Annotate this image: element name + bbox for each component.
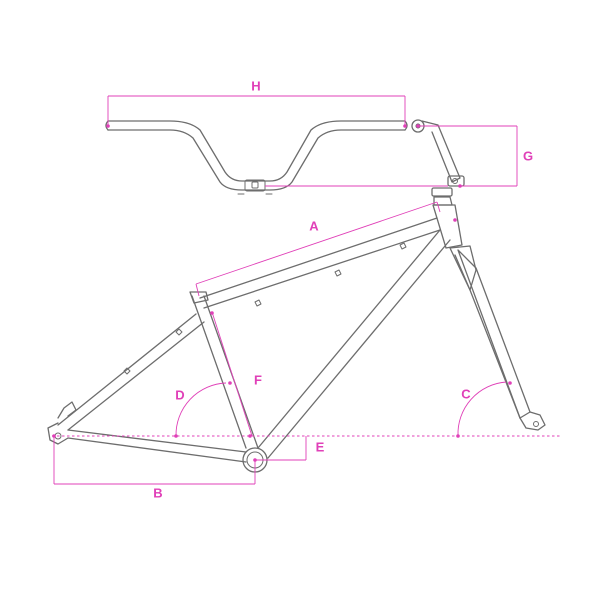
dimension-label-a: A <box>309 218 319 233</box>
dimension-label-h: H <box>251 78 260 93</box>
dimension-label-d: D <box>175 387 184 402</box>
head-tube <box>431 187 463 249</box>
down-tube <box>257 229 441 449</box>
seat-stay <box>57 313 197 426</box>
chain-stay <box>67 429 247 453</box>
dimension-label-b: B <box>153 485 162 500</box>
dimension-c: C <box>456 381 512 438</box>
dimension-f: F <box>210 311 262 438</box>
dimension-label-e: E <box>316 439 325 454</box>
stem <box>411 119 465 187</box>
dimension-g: G <box>265 124 533 188</box>
dimension-d: D <box>174 381 232 438</box>
frame <box>47 217 451 473</box>
dimension-e: E <box>253 436 325 462</box>
dimension-label-f: F <box>254 372 262 387</box>
dimension-h: H <box>106 78 407 128</box>
rear-dropout <box>47 422 69 445</box>
dimension-b: B <box>52 434 256 500</box>
handlebar <box>105 120 408 195</box>
dimension-a: A <box>195 201 457 297</box>
top-tube <box>199 217 438 299</box>
dimension-label-c: C <box>461 386 471 401</box>
fork <box>449 245 546 431</box>
dimension-label-g: G <box>523 148 533 163</box>
seat-tube <box>191 295 247 449</box>
